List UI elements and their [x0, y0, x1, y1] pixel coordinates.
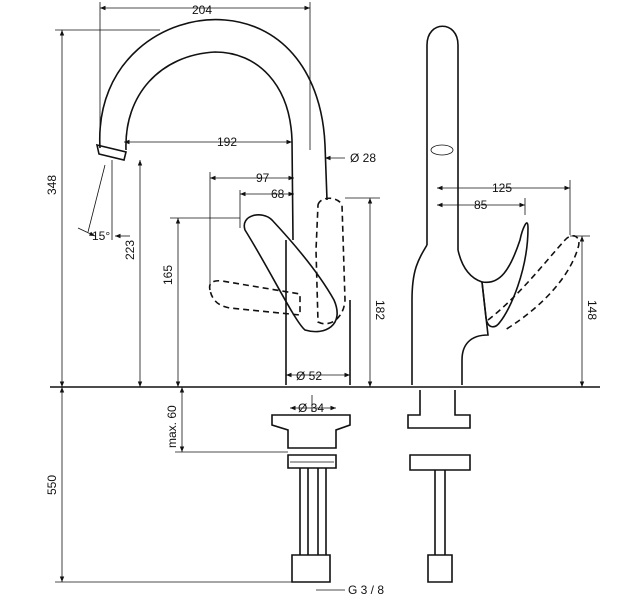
side-handle-dashed [487, 235, 580, 331]
front-dimensions [55, 2, 380, 583]
dim-165: 165 [161, 265, 175, 285]
dim-max60: max. 60 [165, 405, 179, 448]
side-nut [409, 454, 471, 471]
dim-97: 97 [256, 171, 270, 185]
dim-192: 192 [217, 135, 237, 149]
dim-85: 85 [474, 198, 488, 212]
front-dimension-labels: 204 192 97 68 Ø 28 348 223 165 182 15° Ø… [45, 3, 387, 597]
front-view [50, 18, 600, 591]
handle-dashed-up [315, 197, 346, 325]
side-base [407, 390, 471, 429]
side-connector [427, 554, 453, 583]
lock-nut [287, 454, 337, 469]
spout-tip [95, 143, 127, 161]
side-outlet [430, 144, 454, 156]
dim-125: 125 [492, 181, 512, 195]
dim-550: 550 [45, 475, 59, 495]
hose-connectors [291, 554, 331, 583]
dim-348: 348 [45, 175, 59, 195]
handle-solid [243, 214, 338, 333]
hoses [299, 468, 327, 555]
dim-182: 182 [373, 300, 387, 320]
dim-223: 223 [123, 240, 137, 260]
dim-28: Ø 28 [350, 151, 376, 165]
base-flange [271, 414, 351, 449]
side-spout [426, 25, 459, 250]
side-body [411, 244, 489, 385]
side-view [407, 25, 580, 583]
label-g38: G 3 / 8 [348, 583, 384, 597]
side-handle [481, 222, 529, 328]
dim-68: 68 [271, 187, 285, 201]
dim-52: Ø 52 [296, 369, 322, 383]
dim-34: Ø 34 [298, 401, 324, 415]
dim-15: 15° [92, 229, 110, 243]
dim-148: 148 [585, 300, 599, 320]
side-dimensions [437, 180, 590, 387]
body-outline [285, 240, 351, 385]
side-hoses [434, 470, 446, 555]
side-dimension-labels: 125 85 148 [474, 181, 599, 320]
dim-204: 204 [192, 3, 212, 17]
spout-outline [99, 18, 328, 241]
